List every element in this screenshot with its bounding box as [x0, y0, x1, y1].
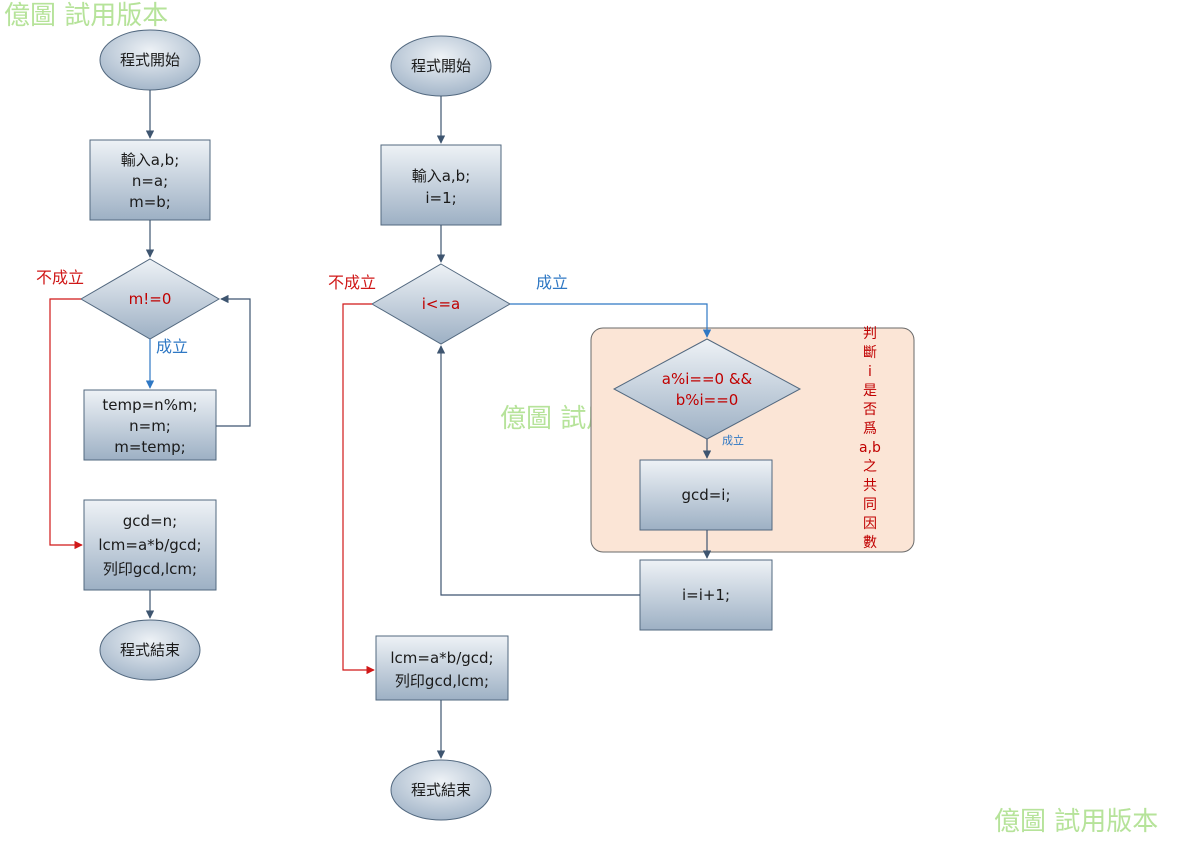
- right-result-line-1: lcm=a*b/gcd;: [390, 649, 493, 667]
- right-yes-label: 成立: [536, 273, 568, 292]
- note-char-11: 因: [863, 516, 877, 532]
- right-edge-cond-yes: [510, 303, 712, 338]
- left-end-label: 程式結束: [120, 641, 180, 659]
- note-char-9: 共: [863, 478, 877, 494]
- left-no-label: 不成立: [36, 268, 84, 287]
- note-char-12: 數: [863, 535, 877, 551]
- note-char-1: 判: [863, 326, 877, 342]
- common-factor-note: 判 斷 i 是 否 爲 a,b 之 共 同 因 數: [859, 326, 881, 551]
- inner-condition-line-2: b%i==0: [676, 391, 739, 409]
- left-result-line-1: gcd=n;: [123, 512, 177, 530]
- note-char-4: 是: [863, 383, 877, 399]
- gcd-assign-label: gcd=i;: [681, 486, 730, 504]
- left-result-line-3: 列印gcd,lcm;: [103, 560, 197, 578]
- left-yes-label: 成立: [156, 337, 188, 356]
- increment-label: i=i+1;: [682, 586, 730, 604]
- note-char-5: 否: [863, 402, 877, 418]
- left-loop-body-box[interactable]: [83, 389, 217, 461]
- right-condition-diamond[interactable]: [371, 263, 511, 345]
- right-edge-cond-no: [342, 303, 375, 675]
- right-start-label: 程式開始: [411, 57, 471, 75]
- left-flowchart: 程式開始 輸入a,b; n=a; m=b; m!=0 成立 temp=n%m; …: [36, 29, 251, 681]
- watermark-top-left: 億圖 試用版本: [4, 1, 168, 31]
- left-edge-cond-no: [49, 298, 83, 550]
- left-start-label: 程式開始: [120, 51, 180, 69]
- right-result-line-2: 列印gcd,lcm;: [395, 672, 489, 690]
- note-char-3: i: [868, 364, 872, 380]
- right-input-box[interactable]: [380, 144, 502, 226]
- left-end-node[interactable]: [99, 619, 201, 681]
- gcd-assign-box[interactable]: [639, 459, 773, 531]
- note-char-6: 爲: [863, 421, 877, 437]
- left-condition-label: m!=0: [129, 290, 172, 308]
- right-flowchart: 程式開始 輸入a,b; i=1; i<=a 不成立 成立 a%i==0 && b…: [328, 35, 915, 821]
- note-char-10: 同: [863, 497, 877, 513]
- note-char-7: a,b: [859, 440, 881, 456]
- right-input-line-1: 輸入a,b;: [412, 167, 471, 185]
- right-end-label: 程式結束: [411, 781, 471, 799]
- watermark-bottom-right: 億圖 試用版本: [994, 807, 1158, 837]
- left-loop-line-2: n=m;: [129, 417, 171, 435]
- right-no-label: 不成立: [328, 273, 376, 292]
- note-char-8: 之: [863, 459, 877, 475]
- right-edge-loop-back: [436, 345, 640, 596]
- left-result-line-2: lcm=a*b/gcd;: [98, 536, 201, 554]
- left-input-line-3: m=b;: [129, 193, 171, 211]
- note-char-2: 斷: [863, 345, 877, 361]
- left-edge-loop-back: [216, 294, 251, 427]
- increment-box[interactable]: [639, 559, 773, 631]
- left-input-line-2: n=a;: [132, 172, 168, 190]
- right-condition-label: i<=a: [422, 295, 461, 313]
- inner-yes-label: 成立: [722, 433, 744, 447]
- inner-condition-line-1: a%i==0 &&: [662, 370, 753, 388]
- left-loop-line-1: temp=n%m;: [102, 396, 197, 414]
- right-input-line-2: i=1;: [425, 189, 456, 207]
- left-input-line-1: 輸入a,b;: [121, 151, 180, 169]
- right-end-node[interactable]: [390, 759, 492, 821]
- right-result-box[interactable]: [375, 635, 509, 701]
- left-loop-line-3: m=temp;: [114, 438, 185, 456]
